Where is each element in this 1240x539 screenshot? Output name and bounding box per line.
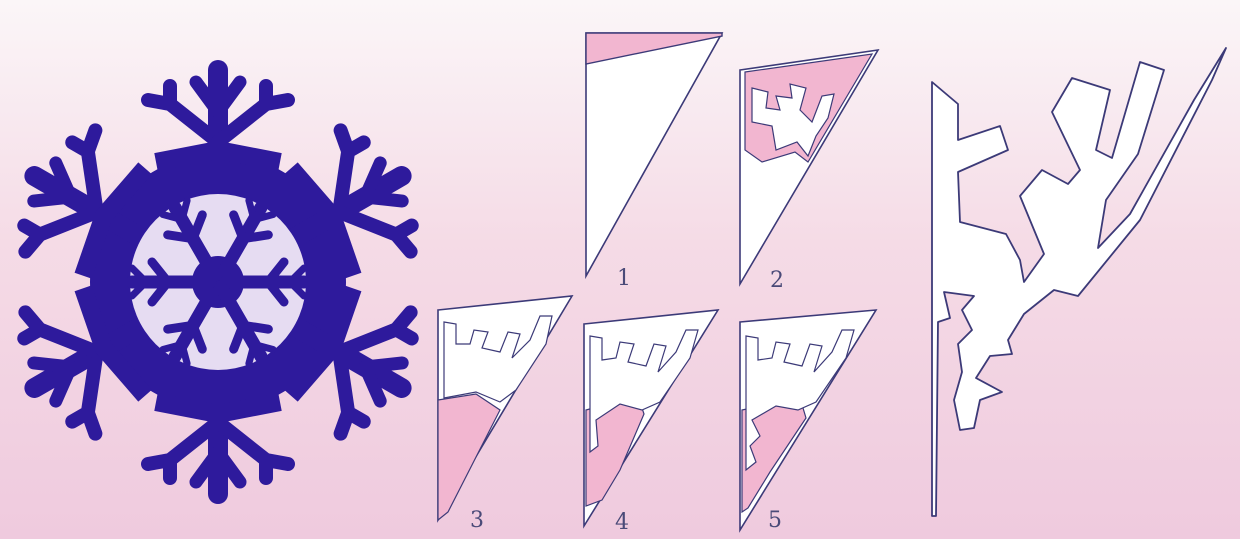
step-2-paper <box>740 50 878 284</box>
step-label-2: 2 <box>770 270 784 292</box>
step-5-paper <box>740 310 876 530</box>
step-3-cutaway <box>438 394 500 520</box>
step-label-4: 4 <box>615 512 629 534</box>
final-cut-shape <box>932 48 1226 516</box>
snowflake-inner-pattern <box>130 194 306 370</box>
step-label-3: 3 <box>470 510 484 532</box>
step-label-5: 5 <box>768 510 782 532</box>
step-label-1: 1 <box>617 268 631 290</box>
snowflake-figure <box>0 70 437 494</box>
step-4-paper <box>584 310 718 526</box>
step-3-paper <box>438 296 572 520</box>
step-1-paper <box>586 33 722 276</box>
